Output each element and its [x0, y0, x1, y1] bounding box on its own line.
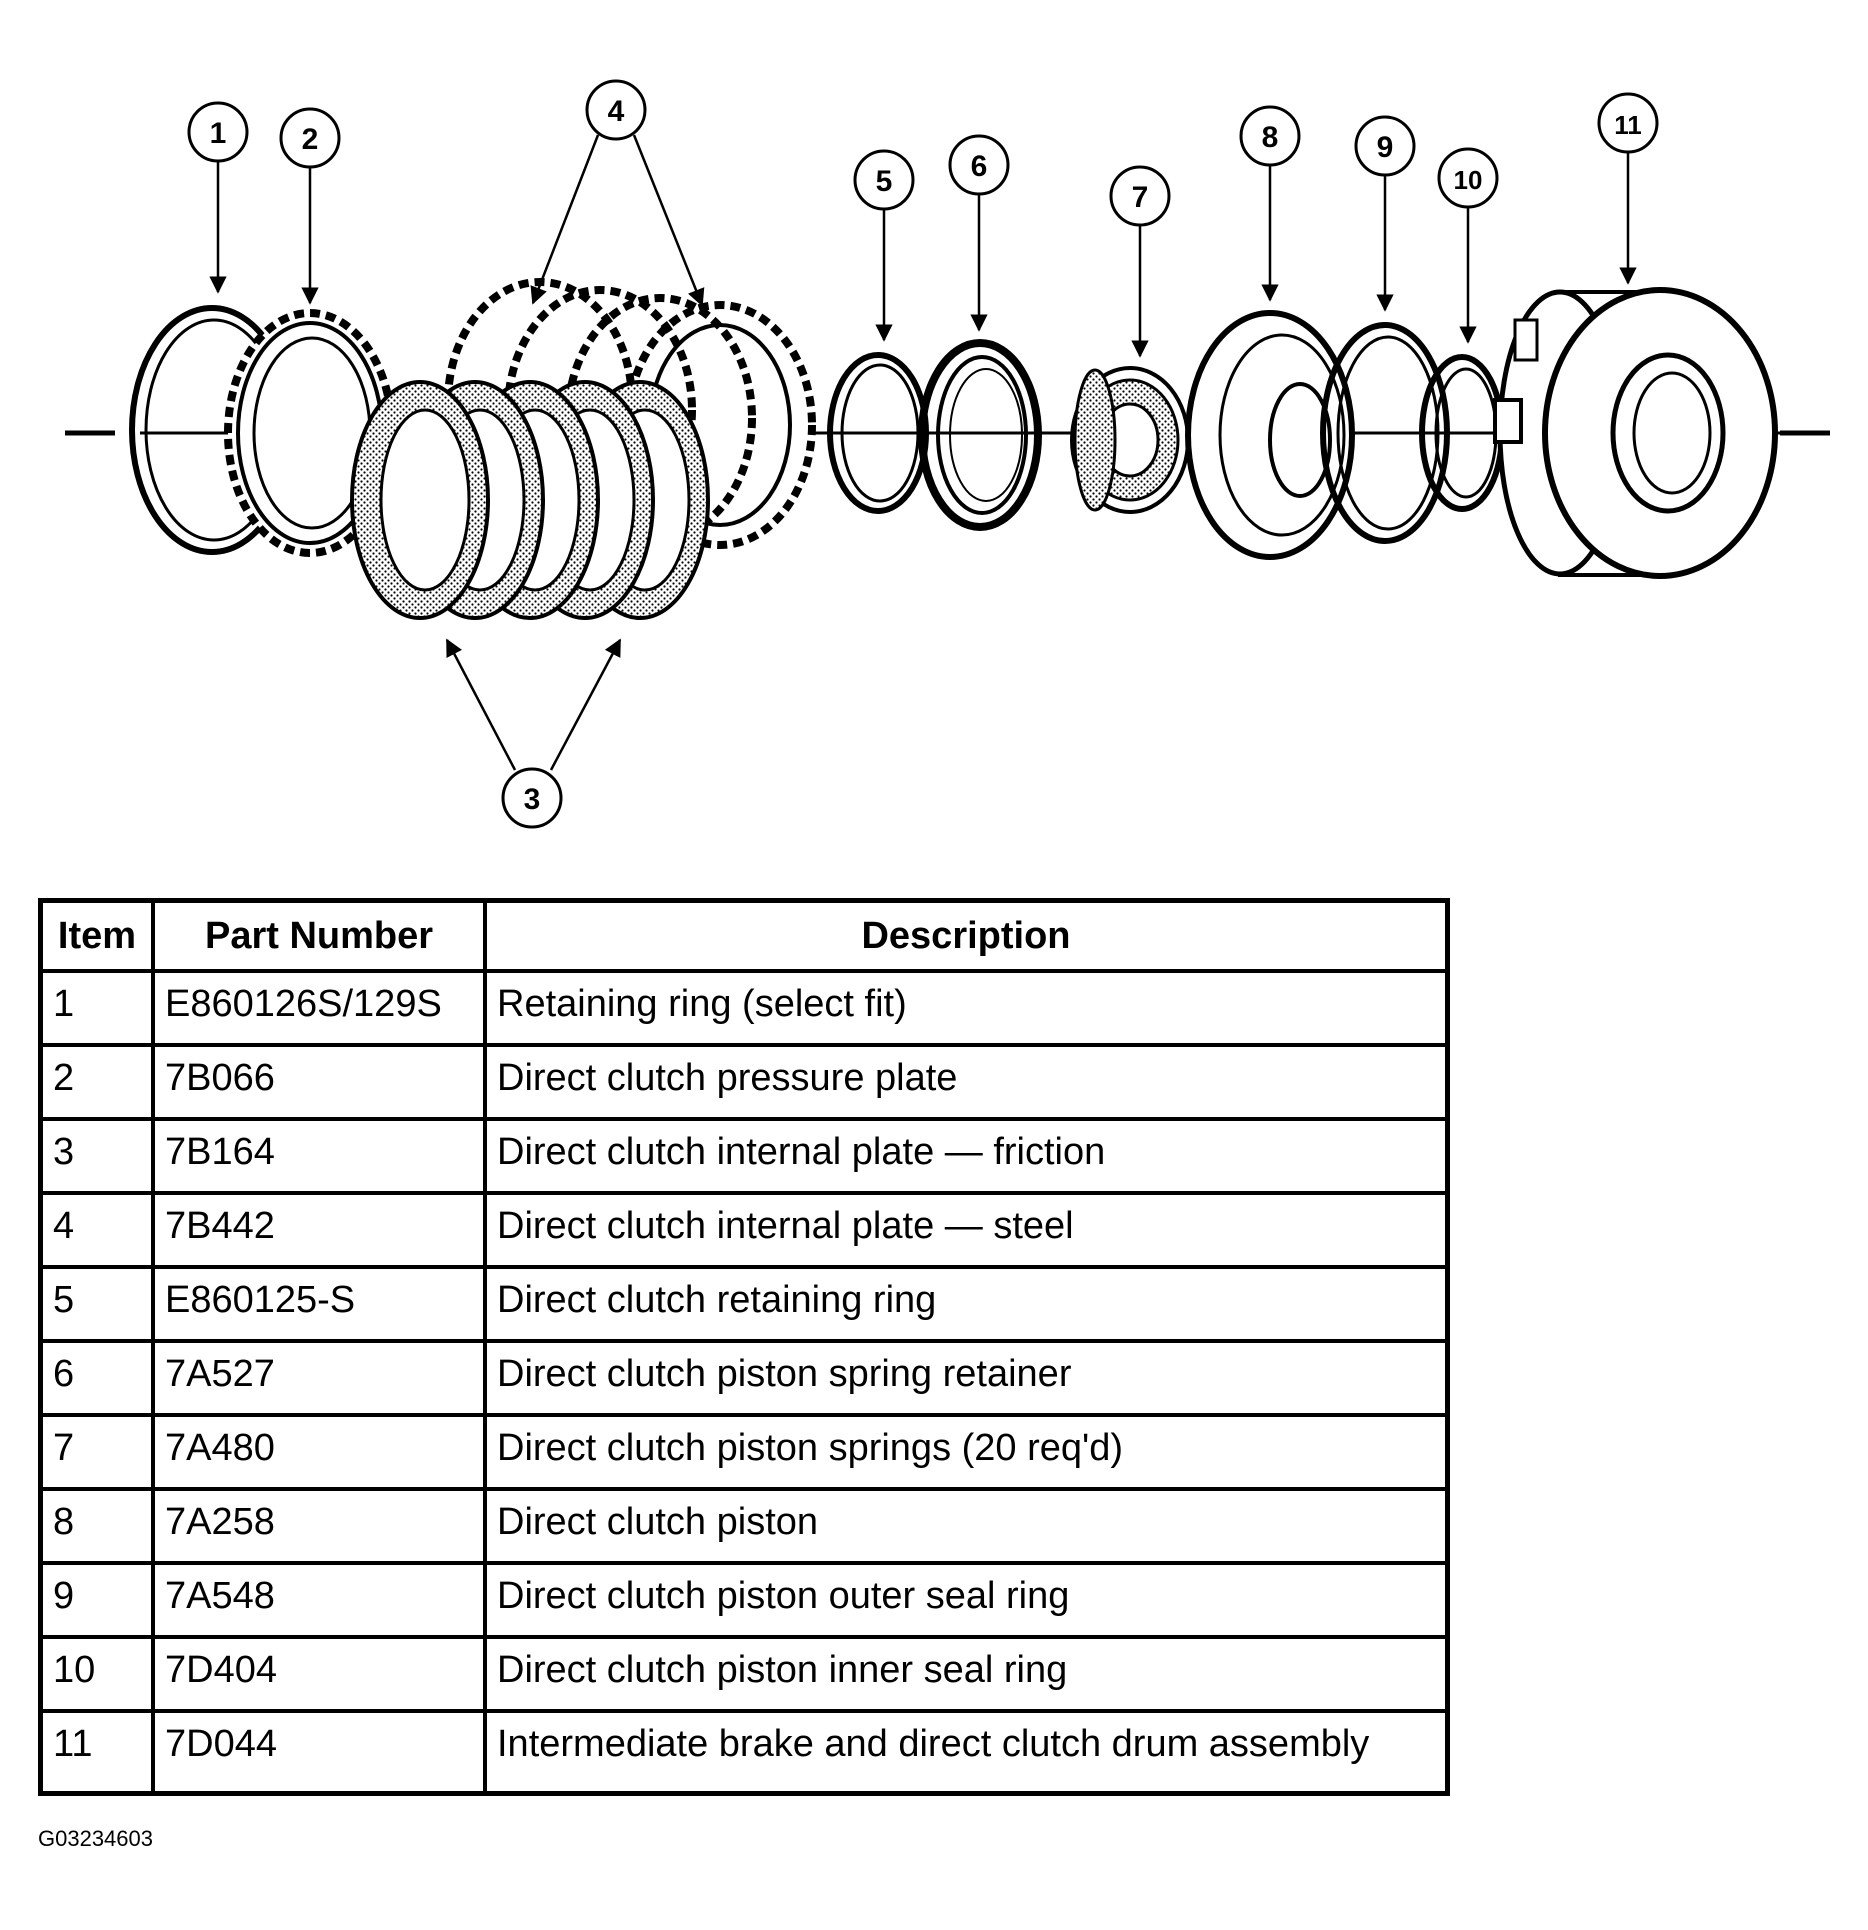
- part-piston-outer-seal-ring: [1320, 322, 1450, 544]
- table-row: 2 7B066 Direct clutch pressure plate: [38, 1043, 1450, 1121]
- svg-text:6: 6: [971, 150, 988, 183]
- cell-part-number: 7B164: [151, 1117, 487, 1195]
- cell-item: 6: [38, 1339, 155, 1417]
- cell-item: 9: [38, 1561, 155, 1639]
- cell-part-number: 7A480: [151, 1413, 487, 1491]
- cell-description: Direct clutch retaining ring: [483, 1265, 1450, 1343]
- callout-10: 10: [1437, 147, 1499, 209]
- cell-part-number: E860126S/129S: [151, 969, 487, 1047]
- cell-description: Direct clutch piston inner seal ring: [483, 1635, 1450, 1713]
- svg-text:4: 4: [608, 95, 625, 128]
- parts-table: Item Part Number Description 1 E860126S/…: [38, 898, 1450, 1796]
- svg-text:2: 2: [302, 123, 319, 156]
- column-header-item: Item: [38, 898, 155, 973]
- cell-item: 1: [38, 969, 155, 1047]
- callout-4: 4: [585, 79, 647, 141]
- cell-item: 4: [38, 1191, 155, 1269]
- callout-11: 11: [1597, 92, 1659, 154]
- callout-5: 5: [853, 149, 915, 211]
- callout-8: 8: [1239, 105, 1301, 167]
- part-pressure-plate: [224, 309, 396, 557]
- cell-description: Direct clutch piston springs (20 req'd): [483, 1413, 1450, 1491]
- part-piston-springs: [1070, 366, 1190, 514]
- cell-description: Direct clutch piston outer seal ring: [483, 1561, 1450, 1639]
- table-row: 11 7D044 Intermediate brake and direct c…: [38, 1709, 1450, 1796]
- cell-item: 2: [38, 1043, 155, 1121]
- callout-3: 3: [501, 767, 563, 829]
- table-row: 1 E860126S/129S Retaining ring (select f…: [38, 969, 1450, 1047]
- cell-part-number: 7B066: [151, 1043, 487, 1121]
- svg-text:11: 11: [1614, 110, 1642, 140]
- table-row: 6 7A527 Direct clutch piston spring reta…: [38, 1339, 1450, 1417]
- table-row: 4 7B442 Direct clutch internal plate — s…: [38, 1191, 1450, 1269]
- cell-item: 10: [38, 1635, 155, 1713]
- cell-part-number: 7D404: [151, 1635, 487, 1713]
- cell-item: 7: [38, 1413, 155, 1491]
- callout-1: 1: [187, 101, 249, 163]
- figure-id: G03234603: [38, 1826, 153, 1851]
- part-clutch-plate-pack: [350, 278, 816, 620]
- cell-description: Direct clutch piston spring retainer: [483, 1339, 1450, 1417]
- part-drum-assembly: [1493, 287, 1778, 579]
- cell-part-number: 7A258: [151, 1487, 487, 1565]
- cell-description: Direct clutch internal plate — steel: [483, 1191, 1450, 1269]
- cell-description: Intermediate brake and direct clutch dru…: [483, 1709, 1450, 1796]
- table-row: 8 7A258 Direct clutch piston: [38, 1487, 1450, 1565]
- cell-item: 8: [38, 1487, 155, 1565]
- exploded-view-diagram: 1 2 3 4 5 6 7 8 9 10 11: [65, 79, 1830, 829]
- cell-description: Direct clutch internal plate — friction: [483, 1117, 1450, 1195]
- cell-item: 3: [38, 1117, 155, 1195]
- table-row: 5 E860125-S Direct clutch retaining ring: [38, 1265, 1450, 1343]
- cell-description: Direct clutch pressure plate: [483, 1043, 1450, 1121]
- table-header-row: Item Part Number Description: [38, 898, 1450, 973]
- cell-item: 11: [38, 1709, 155, 1796]
- callout-leaders: [209, 134, 1637, 771]
- cell-description: Retaining ring (select fit): [483, 969, 1450, 1047]
- table-row: 9 7A548 Direct clutch piston outer seal …: [38, 1561, 1450, 1639]
- cell-part-number: 7A527: [151, 1339, 487, 1417]
- svg-text:10: 10: [1454, 165, 1483, 195]
- column-header-part-number: Part Number: [151, 898, 487, 973]
- callout-9: 9: [1354, 115, 1416, 177]
- column-header-description: Description: [483, 898, 1450, 973]
- svg-text:3: 3: [524, 783, 541, 816]
- table-row: 10 7D404 Direct clutch piston inner seal…: [38, 1635, 1450, 1713]
- callout-2: 2: [279, 107, 341, 169]
- cell-description: Direct clutch piston: [483, 1487, 1450, 1565]
- svg-text:7: 7: [1132, 181, 1149, 214]
- svg-text:9: 9: [1377, 131, 1394, 164]
- cell-item: 5: [38, 1265, 155, 1343]
- callout-6: 6: [948, 134, 1010, 196]
- table-row: 7 7A480 Direct clutch piston springs (20…: [38, 1413, 1450, 1491]
- callout-7: 7: [1109, 165, 1171, 227]
- svg-text:1: 1: [210, 117, 227, 150]
- part-piston: [1185, 310, 1355, 560]
- table-row: 3 7B164 Direct clutch internal plate — f…: [38, 1117, 1450, 1195]
- cell-part-number: 7D044: [151, 1709, 487, 1796]
- part-piston-spring-retainer: [918, 339, 1042, 531]
- cell-part-number: E860125-S: [151, 1265, 487, 1343]
- cell-part-number: 7B442: [151, 1191, 487, 1269]
- svg-text:5: 5: [876, 165, 893, 198]
- svg-text:8: 8: [1262, 121, 1279, 154]
- cell-part-number: 7A548: [151, 1561, 487, 1639]
